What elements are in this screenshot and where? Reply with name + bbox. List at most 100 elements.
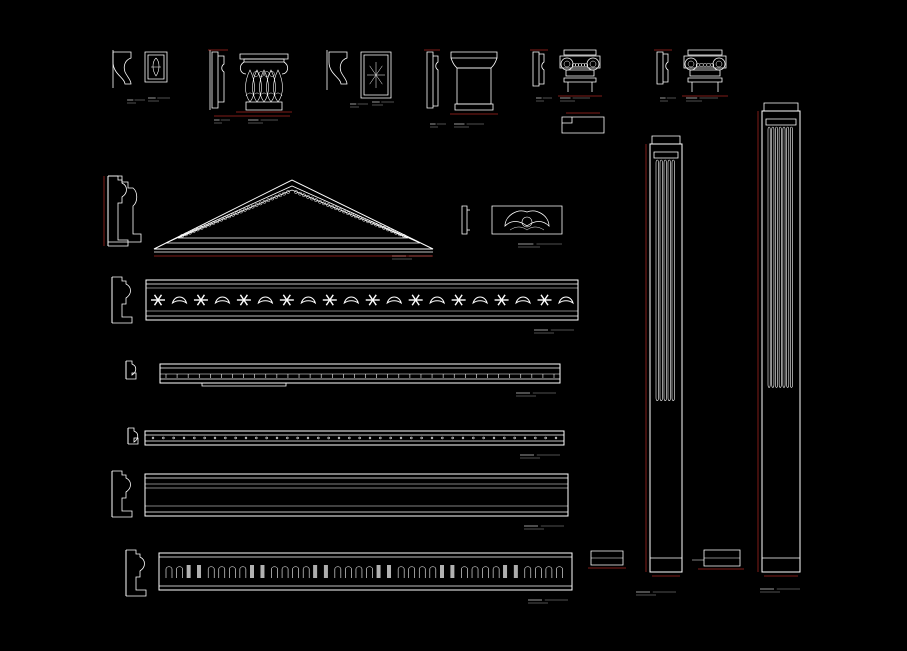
ornament-dot (584, 63, 588, 67)
ornament-dot (545, 437, 547, 439)
drawing-stroke (240, 567, 246, 578)
ornament-dot (270, 72, 275, 77)
drawing-stroke (498, 300, 502, 305)
ornament-dot (302, 194, 305, 197)
ionic-capital-a (558, 50, 602, 96)
drawing-stroke (267, 70, 276, 102)
drawing-stroke (672, 160, 675, 401)
ornament-dot (524, 437, 526, 439)
ornament-dot (264, 72, 269, 77)
drawing-stroke (459, 295, 463, 300)
annotation-mark (520, 455, 560, 458)
annotation-mark (536, 98, 552, 101)
drawing-stroke (155, 295, 159, 300)
ornament-dot (581, 63, 585, 67)
ornament-dot (306, 195, 309, 198)
ornament-dot (193, 437, 195, 439)
ornament-dot (338, 437, 340, 439)
plain-crown-molding-pattern (145, 484, 568, 506)
capital-plinth-block (562, 113, 604, 133)
drawing-stroke (387, 297, 401, 303)
drawing-block (650, 144, 682, 572)
annotation-mark (660, 98, 676, 101)
drawing-stroke (330, 295, 334, 300)
drawing-stroke (459, 300, 463, 305)
drawing-stroke (525, 567, 531, 578)
drawing-stroke (373, 295, 377, 300)
drawing-stroke (455, 295, 459, 300)
drawing-stroke (219, 567, 225, 578)
ornament-dot (322, 202, 325, 205)
ornament-dot (514, 437, 516, 439)
ornament-dot (572, 63, 576, 67)
drawing-stroke (790, 127, 792, 387)
drawing-stroke (274, 70, 283, 102)
ornament-dot (386, 228, 389, 231)
drawing-stroke (545, 300, 549, 305)
drawing-block (145, 431, 564, 445)
ornament-dot (235, 437, 237, 439)
ornament-dot (394, 231, 397, 234)
drawing-stroke (473, 297, 487, 303)
ornament-dot (390, 230, 393, 233)
ornament-dot (374, 223, 377, 226)
drawing-stroke (430, 297, 444, 303)
annotation-mark (636, 592, 676, 595)
drawing-stroke (283, 300, 287, 305)
annotation-mark (454, 124, 484, 127)
ornament-dot (282, 192, 285, 195)
drawing-stroke (166, 186, 420, 243)
ionic-capital-a-side (530, 50, 548, 86)
drawing-stroke (455, 300, 459, 305)
ornament-dot (220, 218, 223, 221)
corbel-bracket-2 (327, 50, 347, 90)
ornament-dot (259, 202, 262, 205)
drawing-stroke (433, 56, 438, 106)
ornament-dot (366, 220, 369, 223)
annotation-mark (372, 102, 394, 105)
drawing-stroke (775, 127, 777, 387)
drawing-stroke (240, 62, 287, 74)
fluted-frieze (126, 550, 572, 603)
ornament-dot (358, 216, 361, 219)
drawing-stroke (483, 567, 489, 578)
ornament-dot (346, 212, 349, 215)
drawing-block (564, 50, 596, 55)
drawing-stroke (274, 93, 282, 96)
drawing-block (159, 553, 572, 590)
corinthian-capital-a (236, 54, 292, 112)
ornament-dot (338, 208, 341, 211)
drawing-block (148, 55, 164, 79)
drawing-stroke (783, 127, 785, 387)
drawing-stroke (197, 300, 201, 305)
drawing-stroke (779, 127, 781, 387)
drawing-stroke (178, 190, 408, 238)
drawing-stroke (253, 70, 262, 102)
ornament-dot (370, 221, 373, 224)
annotation-mark (518, 244, 562, 247)
ornament-dot (421, 437, 423, 439)
drawing-stroke (166, 567, 172, 578)
drawing-stroke (154, 180, 433, 249)
drawing-stroke (369, 295, 373, 300)
drawing-stroke (112, 471, 132, 517)
drawing-block (533, 52, 539, 86)
tuscan-capital (450, 52, 498, 114)
architectural-details (104, 50, 800, 603)
ornament-dot (317, 437, 319, 439)
ornament-dot (493, 437, 495, 439)
ornament-dot (286, 190, 289, 193)
ornament-dot (188, 231, 191, 234)
drawing-block (762, 111, 800, 572)
drawing-stroke (326, 300, 330, 305)
ornament-dot (534, 437, 536, 439)
ornament-dot (228, 215, 231, 218)
drawing-stroke (684, 56, 726, 68)
dentil-cornice (126, 361, 560, 396)
ornament-dot (688, 61, 694, 67)
drawing-block (146, 280, 578, 320)
drawing-stroke (244, 300, 248, 305)
ornament-dot (275, 195, 278, 198)
drawing-stroke (516, 297, 530, 303)
